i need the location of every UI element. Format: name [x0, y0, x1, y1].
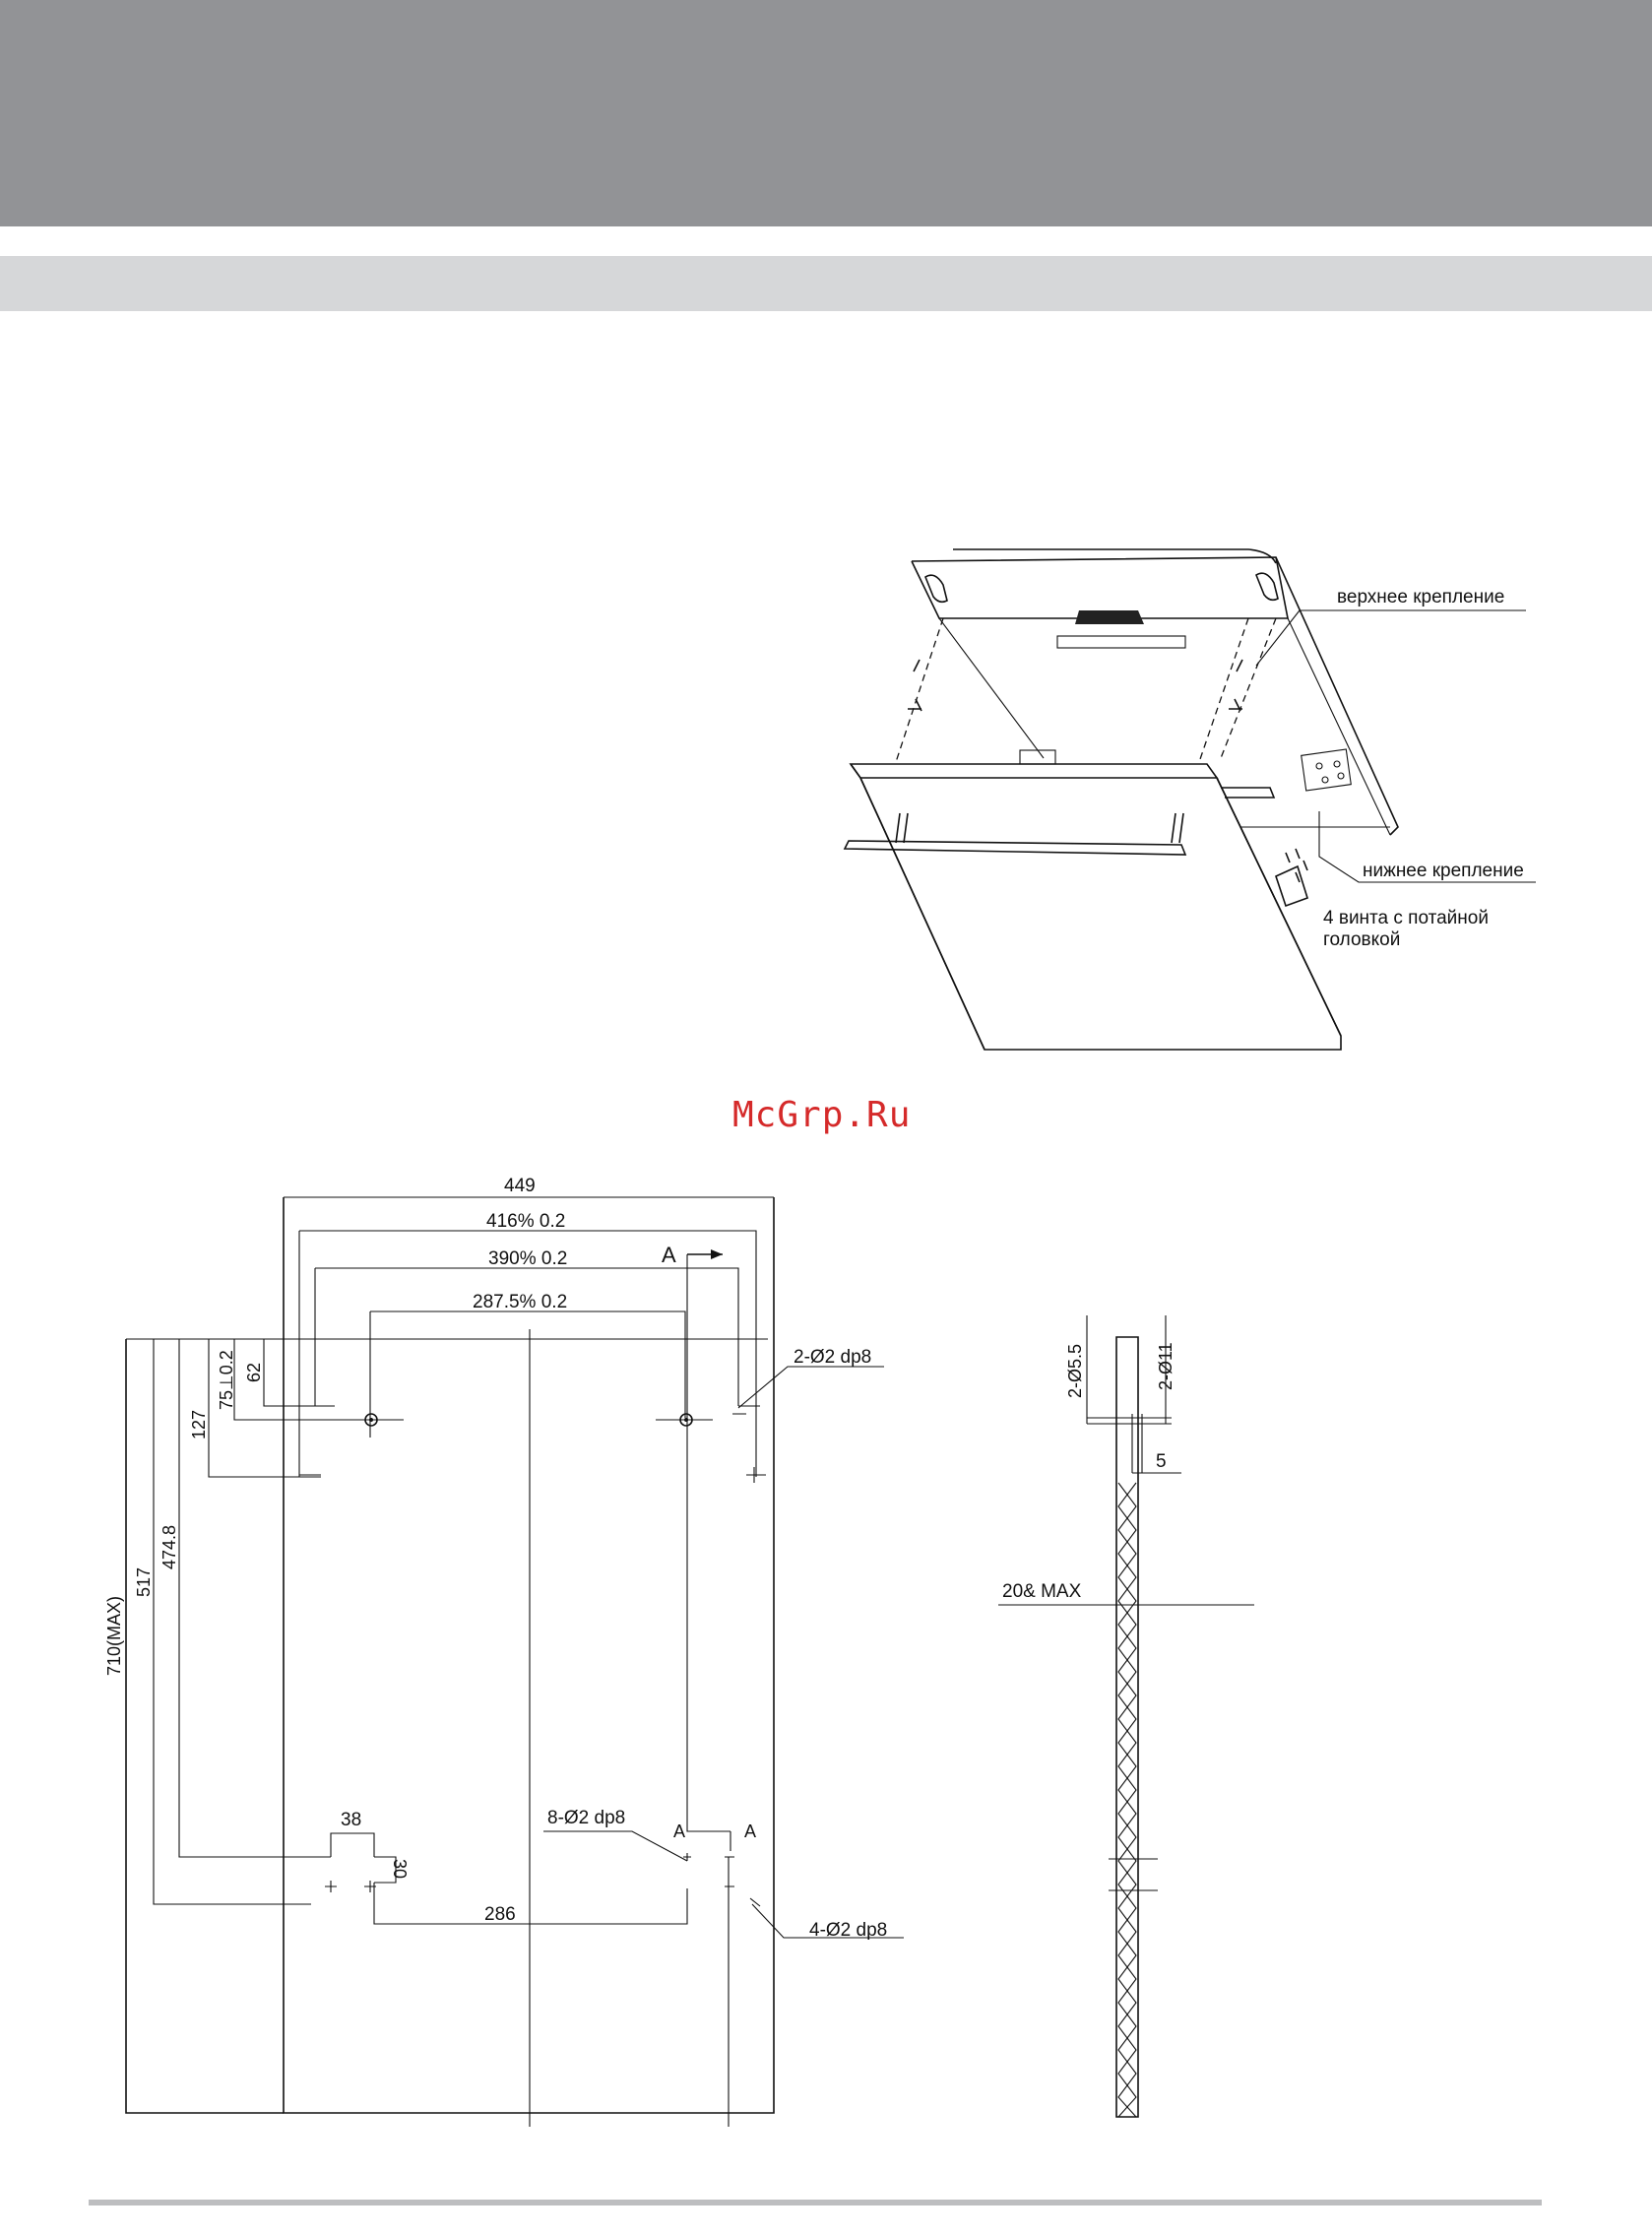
dim-127: 127 [189, 1410, 209, 1439]
door-handle-bar [845, 841, 1185, 855]
watermark: McGrp.Ru [732, 1095, 929, 1135]
isometric-view [845, 549, 1536, 1050]
panel-outline [284, 1197, 774, 2113]
dim-286: 286 [484, 1904, 516, 1925]
hole-2-d2-label: 2-Ø2 dp8 [794, 1347, 871, 1368]
dim-449: 449 [504, 1176, 536, 1196]
section-a-label: A [662, 1243, 676, 1267]
dim-30: 30 [390, 1859, 410, 1879]
lower-clip-icon [1276, 866, 1307, 906]
dim-390: 390% 0.2 [488, 1248, 567, 1269]
thickness-label: 20& MAX [1002, 1581, 1082, 1602]
hole-4-d2-label: 4-Ø2 dp8 [809, 1920, 887, 1941]
dim-287-5: 287.5% 0.2 [473, 1292, 567, 1312]
lower-mount-label: нижнее крепление [1363, 861, 1524, 881]
dim-5: 5 [1156, 1451, 1167, 1472]
bottom-rule [89, 2200, 1542, 2205]
section-panel [1116, 1337, 1138, 2117]
hole-d5-5-label: 2-Ø5.5 [1065, 1344, 1085, 1398]
section-a-left: A [673, 1822, 685, 1841]
dim-474-8: 474.8 [159, 1525, 179, 1569]
upper-mount-label: верхнее крепление [1337, 587, 1504, 607]
screws-label-line2: головкой [1323, 929, 1400, 950]
upper-clip-right-icon [1256, 573, 1278, 600]
dim-517: 517 [134, 1567, 154, 1597]
dim-710-max: 710(MAX) [104, 1596, 124, 1676]
hole-8-d2-label: 8-Ø2 dp8 [547, 1808, 625, 1828]
lower-bracket-icon [1302, 749, 1352, 791]
dim-416: 416% 0.2 [486, 1211, 565, 1232]
section-hatching [1118, 1483, 1136, 2117]
hinge-plate [1020, 750, 1055, 764]
top-handle-icon [1075, 610, 1144, 624]
dim-75: 75⊥0.2 [217, 1350, 236, 1410]
screws-icon [1286, 849, 1307, 882]
section-view [998, 1315, 1254, 2117]
upper-screw-right-icon [1229, 660, 1242, 711]
dim-62: 62 [244, 1363, 264, 1382]
screws-label-line1: 4 винта с потайной [1323, 908, 1489, 928]
top-slot [1057, 636, 1185, 648]
dim-38: 38 [341, 1810, 361, 1830]
section-a-right: A [744, 1822, 756, 1841]
front-view [126, 1197, 904, 2127]
hole-d11-label: 2-Ø11 [1156, 1342, 1175, 1390]
